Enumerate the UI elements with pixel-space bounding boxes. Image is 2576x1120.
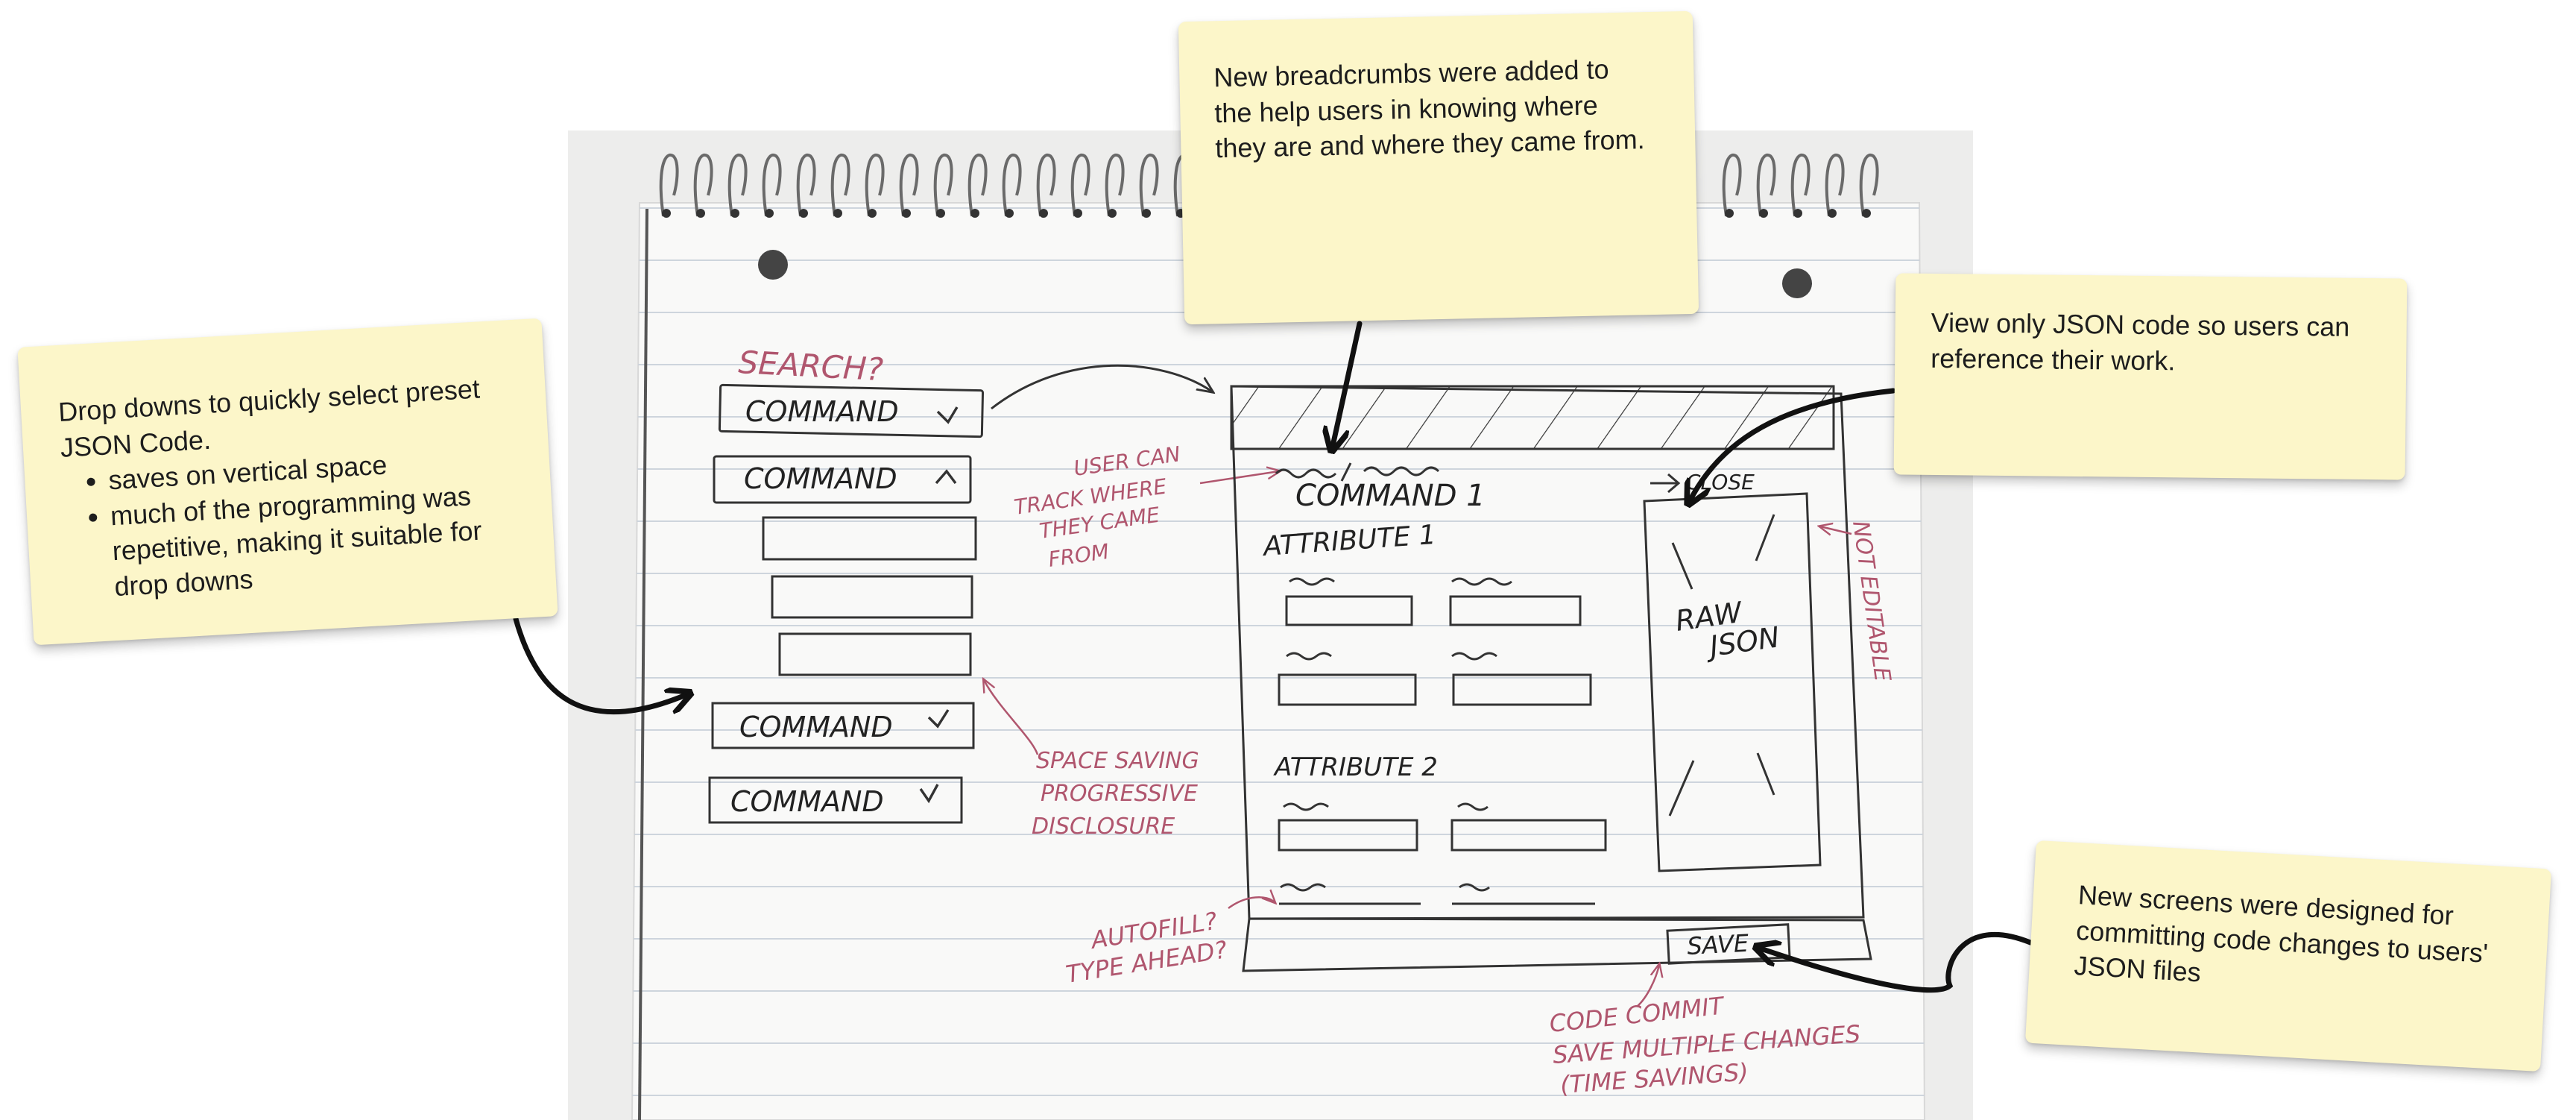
json-callout-arrow	[1690, 388, 1896, 500]
code-commit-arrow	[1636, 965, 1659, 1007]
spiral-coil	[1859, 154, 1879, 217]
punch-hole-left	[758, 250, 788, 280]
spiral-hole	[833, 209, 842, 218]
spiral-hole	[799, 209, 808, 218]
attribute-2-label: ATTRIBUTE 2	[1273, 752, 1438, 782]
space-saving-note: SPACE SAVING PROGRESSIVE DISCLOSURE	[1032, 748, 1199, 840]
spiral-coil	[1036, 154, 1056, 217]
note-json-view: View only JSON code so users can referen…	[1893, 273, 2408, 480]
space-saving-arrow	[984, 680, 1039, 755]
note-breadcrumbs-text: New breadcrumbs were added to the help u…	[1213, 54, 1645, 164]
command-list-sketch	[708, 383, 985, 824]
spiral-hole	[1142, 209, 1151, 218]
spiral-coil	[1722, 154, 1742, 217]
spiral-coil	[693, 154, 713, 217]
spiral-hole	[1073, 209, 1082, 218]
note-save-screens: New screens were designed for committing…	[2024, 840, 2552, 1072]
save-button-sketch	[1666, 923, 1791, 965]
callout-arrows	[513, 321, 2033, 993]
command-label-1: COMMAND	[745, 395, 899, 428]
dropdown-option-3	[778, 632, 972, 676]
spiral-hole	[1039, 209, 1048, 218]
notebook-page	[631, 202, 1926, 1120]
spiral-coil	[967, 154, 988, 217]
command-label-4: COMMAND	[730, 785, 884, 818]
spiral-coil	[1756, 154, 1776, 217]
spiral-coil	[933, 154, 953, 217]
command-label-3: COMMAND	[739, 711, 893, 743]
dropdown-option-1	[762, 516, 977, 561]
spiral-coil	[1070, 154, 1090, 217]
spiral-hole	[902, 209, 911, 218]
command-dropdown-2	[713, 455, 972, 504]
command-1-title: COMMAND 1	[1295, 479, 1486, 513]
spiral-coil	[1002, 154, 1022, 217]
dropdown-option-2	[771, 575, 973, 619]
svg-text:DISCLOSURE: DISCLOSURE	[1032, 814, 1175, 840]
search-label: SEARCH?	[737, 344, 884, 388]
spiral-coil	[762, 154, 782, 217]
spiral-coil	[659, 154, 679, 217]
spiral-coil	[899, 154, 919, 217]
spiral-hole	[1005, 209, 1014, 218]
note-json-view-text: View only JSON code so users can referen…	[1931, 306, 2350, 376]
command-dropdown-4	[708, 776, 963, 824]
spiral-hole	[1862, 209, 1871, 218]
note-dropdowns-bullet-2: much of the programming was repetitive, …	[110, 475, 526, 604]
breadcrumb-callout-arrow	[1333, 321, 1363, 446]
not-editable-arrow	[1820, 526, 1852, 534]
spiral-hole	[970, 209, 979, 218]
save-label: SAVE	[1686, 929, 1749, 960]
raw-json-box	[1643, 492, 1822, 872]
spiral-binding	[659, 154, 1879, 218]
spiral-hole	[868, 209, 877, 218]
spiral-coil	[830, 154, 850, 217]
note-breadcrumbs: New breadcrumbs were added to the help u…	[1178, 10, 1699, 325]
spiral-coil	[1825, 154, 1845, 217]
spiral-coil	[1139, 154, 1159, 217]
command-label-2: COMMAND	[744, 462, 897, 495]
spiral-hole	[1828, 209, 1837, 218]
spiral-hole	[936, 209, 945, 218]
spiral-hole	[730, 209, 739, 218]
spiral-coil	[1790, 154, 1811, 217]
svg-text:SPACE SAVING: SPACE SAVING	[1036, 748, 1199, 774]
svg-text:PROGRESSIVE: PROGRESSIVE	[1041, 781, 1198, 807]
command-dropdown-3	[711, 702, 975, 749]
list-to-panel-arrow	[991, 364, 1212, 410]
spiral-coil	[796, 154, 816, 217]
save-callout-arrow	[1761, 931, 2033, 993]
autofill-arrow	[1228, 897, 1275, 910]
spiral-hole	[696, 209, 705, 218]
breadcrumb-squiggle	[1275, 462, 1440, 482]
spiral-hole	[1759, 209, 1768, 218]
spiral-hole	[765, 209, 774, 218]
spiral-coil	[727, 154, 748, 217]
spiral-hole	[662, 209, 671, 218]
dropdown-callout-arrow	[513, 616, 686, 715]
command-dropdown-1	[718, 383, 985, 438]
spiral-coil	[1105, 154, 1125, 217]
note-save-screens-text: New screens were designed for committing…	[2073, 879, 2489, 988]
note-dropdowns-bullets: saves on vertical space much of the prog…	[61, 440, 526, 607]
spiral-hole	[1725, 209, 1734, 218]
user-track-arrow	[1199, 471, 1279, 485]
spiral-hole	[1108, 209, 1117, 218]
spiral-coil	[865, 154, 885, 217]
note-dropdowns: Drop downs to quickly select preset JSON…	[17, 318, 558, 646]
punch-hole-right	[1782, 268, 1812, 298]
spiral-hole	[1793, 209, 1802, 218]
